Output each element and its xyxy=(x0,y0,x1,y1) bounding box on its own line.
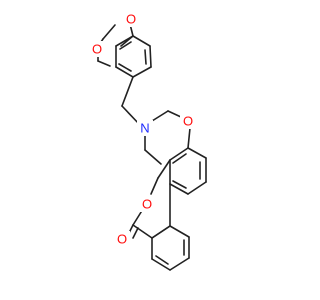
bond xyxy=(118,63,132,72)
label-backdrop xyxy=(89,41,105,57)
bond xyxy=(151,110,169,122)
bond xyxy=(132,35,151,47)
bond xyxy=(119,41,132,50)
oxygen-atom-label: O xyxy=(183,114,193,129)
oxygen-atom-label: O xyxy=(142,197,152,212)
bond xyxy=(187,127,191,149)
label-backdrop xyxy=(137,120,153,136)
bond xyxy=(102,24,116,40)
label-backdrop xyxy=(180,113,196,129)
nitrogen-atom-label: N xyxy=(140,121,149,136)
bond xyxy=(115,35,134,47)
carbonyl-oxygen-atom-label: O xyxy=(117,232,127,247)
bond xyxy=(169,183,189,195)
bond xyxy=(169,257,190,271)
bond xyxy=(149,45,152,68)
bond xyxy=(169,147,189,161)
atom-labels: O O N O O O xyxy=(89,11,196,247)
label-backdrop xyxy=(139,196,155,212)
bond xyxy=(150,177,159,195)
bond-lines xyxy=(96,23,207,271)
bond xyxy=(187,181,207,195)
bond xyxy=(132,227,139,239)
bond xyxy=(132,224,153,239)
bond xyxy=(121,76,134,107)
oxygen-atom-label: O xyxy=(92,42,102,57)
bond xyxy=(144,49,147,65)
bond xyxy=(115,66,134,78)
bond xyxy=(172,153,187,164)
oxygen-atom-label: O xyxy=(126,12,136,27)
bond xyxy=(97,60,111,67)
bond xyxy=(151,225,171,239)
bond xyxy=(144,149,162,165)
label-backdrop xyxy=(123,11,139,27)
bond xyxy=(151,258,171,271)
bond xyxy=(157,159,171,179)
bond xyxy=(155,255,169,265)
label-backdrop xyxy=(114,231,130,247)
bond xyxy=(187,147,207,159)
bond xyxy=(172,180,187,189)
bond xyxy=(167,110,182,118)
bond xyxy=(132,66,152,78)
chemical-structure-diagram: O O N O O O xyxy=(89,11,207,271)
bond xyxy=(169,225,190,238)
